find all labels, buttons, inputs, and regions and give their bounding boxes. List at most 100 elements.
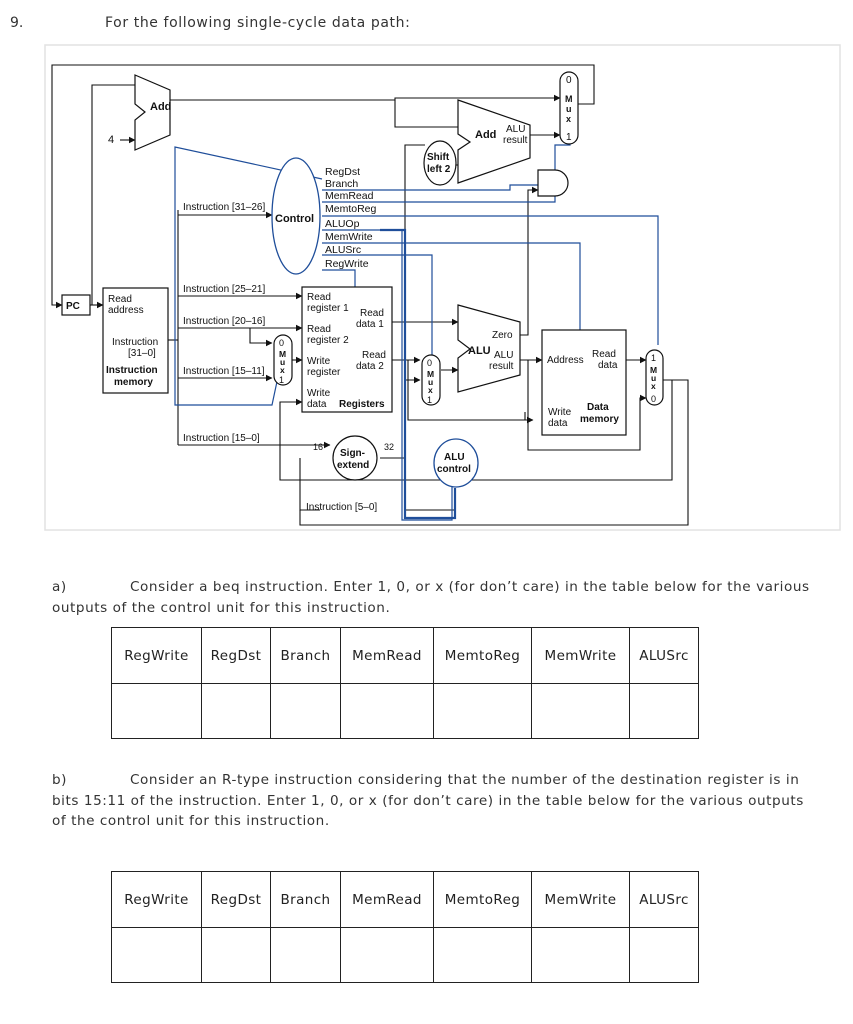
pc-label: PC [66,301,80,312]
read-reg2-label-2: register 2 [307,335,349,346]
add-alu-result-label: ALU [506,124,525,135]
top-mux-u: u [566,104,572,114]
regdst-mux-zero: 0 [279,338,284,348]
read-data2-label: Read [362,350,386,361]
constant-four-label: 4 [108,134,114,146]
data-memory-label: Data [587,402,609,413]
data-memory-label-2: memory [580,414,619,425]
instruction-label: Instruction [112,337,158,348]
read-data2-label-2: data 2 [356,361,384,372]
table-b-cell-memwrite[interactable] [531,927,630,983]
read-data1-label-2: data 1 [356,319,384,330]
registers-label: Registers [339,399,385,410]
read-reg1-label: Read [307,292,331,303]
signal-memtoreg: MemtoReg [325,203,377,215]
datapath-diagram: Add 4 Add ALU result 0 M u x 1 Shift lef… [44,44,841,531]
regdst-mux-one: 1 [279,375,284,385]
add-top-label: Add [150,101,171,113]
table-b-cell-memread[interactable] [340,927,434,983]
instr-25-21-label: Instruction [25–21] [183,284,265,295]
read-address-label-2: address [108,305,144,316]
table-b-cell-alusrc[interactable] [629,927,699,983]
table-a-header-alusrc: ALUSrc [629,627,699,684]
write-data-label-2: data [307,399,327,410]
regdst-mux-x: x [280,365,285,375]
table-a-header-regwrite: RegWrite [111,627,202,684]
table-a-header-memtoreg: MemtoReg [433,627,532,684]
top-mux-zero: 0 [566,75,572,86]
alusrc-mux-x: x [428,385,433,395]
alusrc-mux-m: M [427,369,434,379]
alusrc-mux-zero: 0 [427,358,432,368]
part-b-text: b)Consider an R-type instruction conside… [52,772,804,829]
control-table-b: RegWrite RegDst Branch MemRead MemtoReg … [111,871,699,983]
table-a-header-memwrite: MemWrite [531,627,630,684]
bits-32-label: 32 [384,442,394,452]
zero-label: Zero [492,330,513,341]
table-b-header-memread: MemRead [340,871,434,928]
instr-5-0-label: Instruction [5–0] [306,502,377,513]
write-reg-label: Write [307,356,331,367]
write-reg-label-2: register [307,367,341,378]
instr-31-26-label: Instruction [31–26] [183,202,265,213]
bits-16-label: 16 [313,442,323,452]
table-b-header-alusrc: ALUSrc [629,871,699,928]
add-alu-result-label-2: result [503,135,528,146]
table-b-header-memtoreg: MemtoReg [433,871,532,928]
table-a-header-branch: Branch [270,627,341,684]
alu-label: ALU [468,345,491,357]
add-alu-label: Add [475,129,496,141]
table-a-cell-memread[interactable] [340,683,434,739]
table-a-header-memread: MemRead [340,627,434,684]
alusrc-mux-u: u [428,377,433,387]
table-a-header-regdst: RegDst [201,627,271,684]
signal-regwrite: RegWrite [325,258,369,270]
mem-read-data-label-2: data [598,360,618,371]
table-b-cell-branch[interactable] [270,927,341,983]
table-a-cell-regdst[interactable] [201,683,271,739]
part-a-label: a) [52,579,67,595]
control-label: Control [275,213,314,225]
read-address-label: Read [108,294,132,305]
part-a-text: a)Consider a beq instruction. Enter 1, 0… [52,579,810,616]
instr-memory-label-2: memory [114,377,153,388]
table-a-cell-branch[interactable] [270,683,341,739]
memtoreg-mux-one: 1 [651,353,656,363]
part-b-label: b) [52,772,68,788]
memtoreg-mux-m: M [650,365,657,375]
top-mux-x: x [566,114,571,124]
read-reg1-label-2: register 1 [307,303,349,314]
instr-memory-label: Instruction [106,365,158,376]
top-mux-m: M [565,94,573,104]
alusrc-mux-one: 1 [427,395,432,405]
mem-write-data-label: Write [548,407,572,418]
memtoreg-mux-zero: 0 [651,394,656,404]
top-mux-one: 1 [566,132,572,143]
sign-extend-label-2: extend [337,460,369,471]
read-data1-label: Read [360,308,384,319]
instruction-range-label: [31–0] [128,348,156,359]
table-a-cell-alusrc[interactable] [629,683,699,739]
table-b-cell-regdst[interactable] [201,927,271,983]
table-a-cell-regwrite[interactable] [111,683,202,739]
table-b-cell-regwrite[interactable] [111,927,202,983]
control-table-a: RegWrite RegDst Branch MemRead MemtoReg … [111,627,699,739]
signal-memwrite: MemWrite [325,231,373,243]
read-reg2-label: Read [307,324,331,335]
signal-aluop: ALUOp [325,218,360,230]
shift-left-label-2: left 2 [427,164,451,175]
table-b-cell-memtoreg[interactable] [433,927,532,983]
signal-branch: Branch [325,178,358,190]
table-a-cell-memtoreg[interactable] [433,683,532,739]
memtoreg-mux-u: u [651,373,656,383]
alu-control-label-2: control [437,464,471,475]
regdst-mux-m: M [279,349,286,359]
table-b-header-memwrite: MemWrite [531,871,630,928]
instr-15-0-label: Instruction [15–0] [183,433,260,444]
table-b-header-branch: Branch [270,871,341,928]
memtoreg-mux-x: x [651,381,656,391]
question-title: For the following single-cycle data path… [105,15,411,31]
table-b-header-regwrite: RegWrite [111,871,202,928]
table-b-header-regdst: RegDst [201,871,271,928]
table-a-cell-memwrite[interactable] [531,683,630,739]
